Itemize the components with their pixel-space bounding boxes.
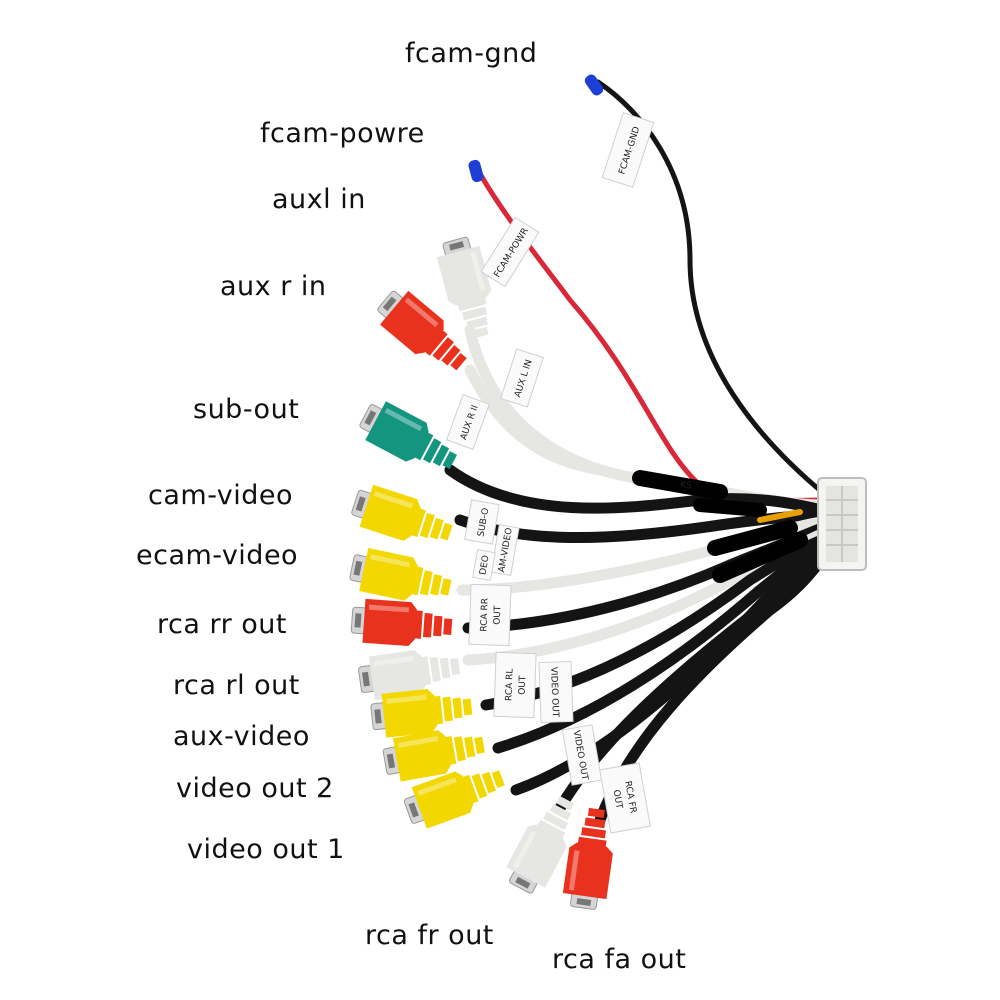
label-fcam-gnd: fcam-gnd [405,38,538,69]
label-rca-fa-out: rca fa out [552,944,687,975]
cable-tag-group: FCAM-GND FCAM-POWR AUX L IN AUX R II SUB… [445,112,693,834]
label-ecam-video: ecam-video [136,540,299,571]
tag-sub-out: SUB-O [464,499,500,545]
label-aux-r-in: aux r in [220,271,327,302]
tag-aux-l-in: AUX L IN [500,348,544,408]
label-video-out-2: video out 2 [176,773,334,804]
label-video-out-1: video out 1 [187,834,345,865]
fcam-gnd-terminal [584,74,604,96]
tag-video-out-text: VIDEO OUT [548,667,560,718]
rca-plug-ecam-video [347,545,454,609]
tag-rca-rl: RCA RL OUT [493,651,537,719]
harness-print: KS [680,480,693,492]
wire-aux-r [464,364,606,476]
tag-fcam-gnd: FCAM-GND [601,112,655,188]
rca-plug-rca-rr-out [350,598,453,649]
heat-shrink-group [632,470,808,583]
wire-fcam-power [475,167,825,504]
label-rca-rl-out: rca rl out [173,670,300,701]
tag-fcam-power: FCAM-POWR [480,216,540,288]
tag-rca-rl-text-2: OUT [518,675,529,695]
label-rca-rr-out: rca rr out [157,609,288,640]
tag-rca-rr-text-1: RCA RR [479,598,490,632]
label-cam-video: cam-video [148,480,293,511]
tag-rca-rr-text-2: OUT [493,605,504,625]
tag-ecam-video: DEO [472,549,496,581]
tag-cam-video: AM-VIDEO [490,524,520,576]
wire-video-out-2 [492,539,828,754]
label-aux-video: aux-video [173,721,310,752]
fcam-power-terminal [468,159,484,183]
tag-rca-rl-text-1: RCA RL [504,668,515,701]
wire-sub-out [444,464,828,516]
label-rca-fr-out: rca fr out [365,920,494,951]
tag-video-out-b: VIDEO OUT [561,724,603,786]
rca-plug-cam-video [348,481,457,554]
tag-ecam-video-text: DEO [478,555,491,576]
label-aux-l-in: auxl in [272,184,366,215]
tag-rca-fr-text-2: OUT [611,789,624,810]
rca-plug-aux-l-in [434,234,502,342]
label-sub-out: sub-out [193,394,300,425]
harness-connector [817,477,867,571]
label-fcam-power: fcam-powre [260,118,425,149]
tag-rca-rr: RCA RR OUT [468,583,512,647]
tag-video-out: VIDEO OUT [538,660,574,724]
tag-rca-fr: RCA FR OUT [599,762,651,834]
tag-aux-r-in: AUX R II [445,394,491,450]
tag-sub-out-text: SUB-O [477,507,492,537]
blue-terminal-group [468,74,604,183]
